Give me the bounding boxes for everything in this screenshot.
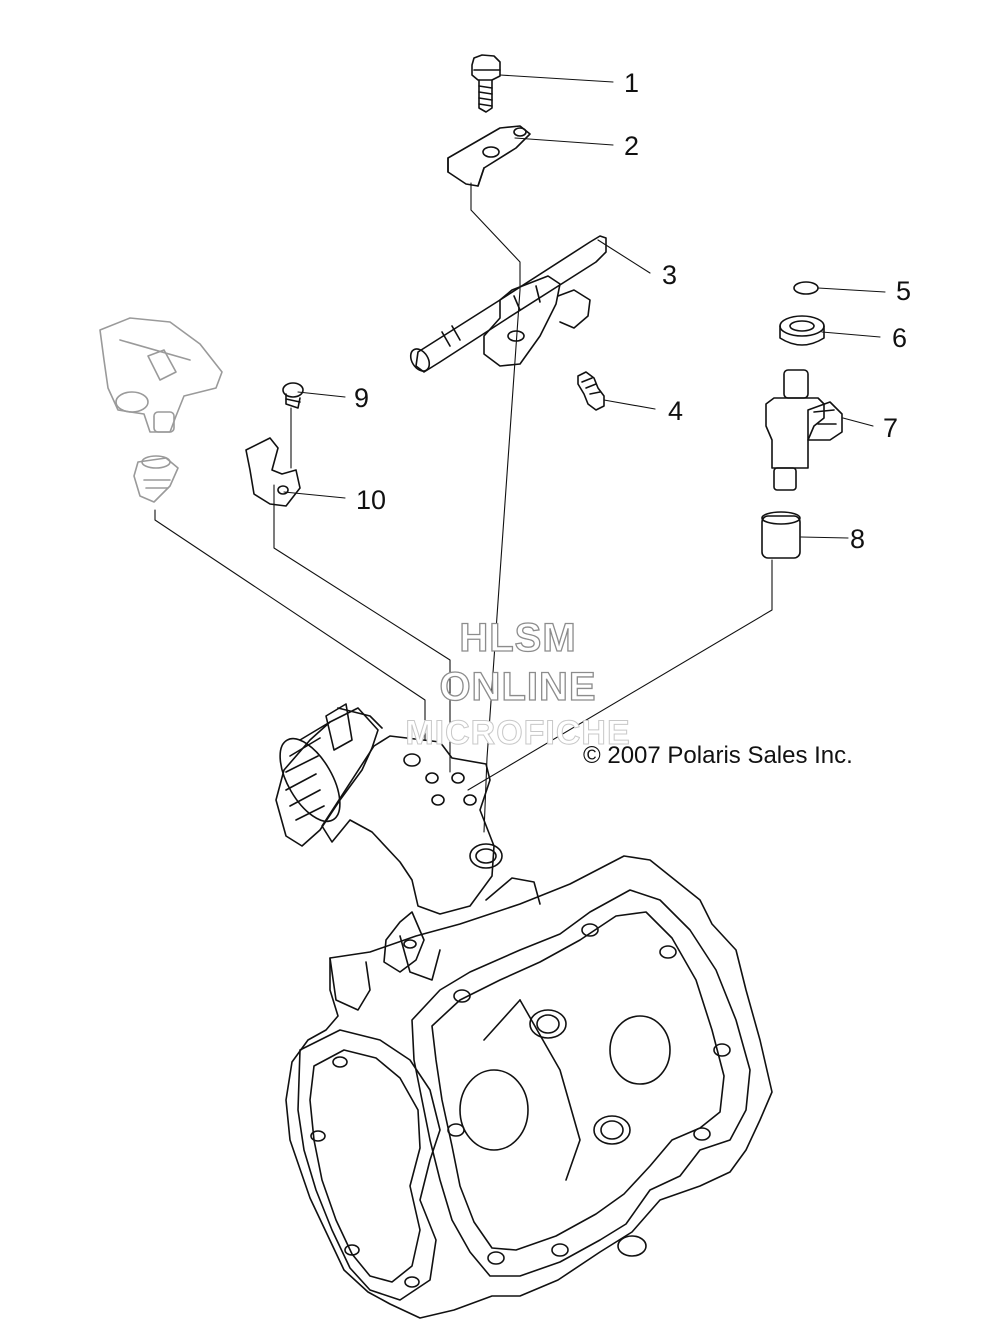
sensor-component [99, 317, 223, 503]
callout-9: 9 [354, 383, 369, 413]
watermark-line-1: HLSM [459, 615, 577, 660]
callout-2: 2 [624, 131, 639, 161]
watermark-line-3: MICROFICHE [405, 714, 631, 753]
fuel-rail-part-3 [409, 235, 607, 373]
clip-part-10 [245, 437, 301, 507]
callout-7: 7 [883, 413, 898, 443]
leader-lines [154, 74, 886, 833]
callout-4: 4 [668, 396, 683, 426]
throttle-body [275, 703, 503, 973]
callout-5: 5 [896, 276, 911, 306]
callout-3: 3 [662, 260, 677, 290]
callout-10: 10 [356, 485, 386, 515]
callout-6: 6 [892, 323, 907, 353]
callout-8: 8 [850, 524, 865, 554]
bracket-part-2 [447, 125, 531, 187]
callout-numbers: 1 2 3 4 5 6 7 8 9 10 [354, 68, 911, 554]
bolt-part-1 [471, 54, 501, 113]
sleeve-part-8 [761, 511, 801, 559]
fuel-injector-part-7 [765, 369, 843, 491]
copyright-notice: © 2007 Polaris Sales Inc. [583, 742, 853, 769]
screw-part-4 [577, 371, 605, 411]
o-ring-part-5 [793, 281, 819, 295]
screw-part-9 [282, 382, 304, 409]
watermark-line-2: ONLINE [439, 664, 597, 709]
cylinder-head [285, 855, 773, 1319]
callout-1: 1 [624, 68, 639, 98]
seal-part-6 [779, 315, 825, 346]
